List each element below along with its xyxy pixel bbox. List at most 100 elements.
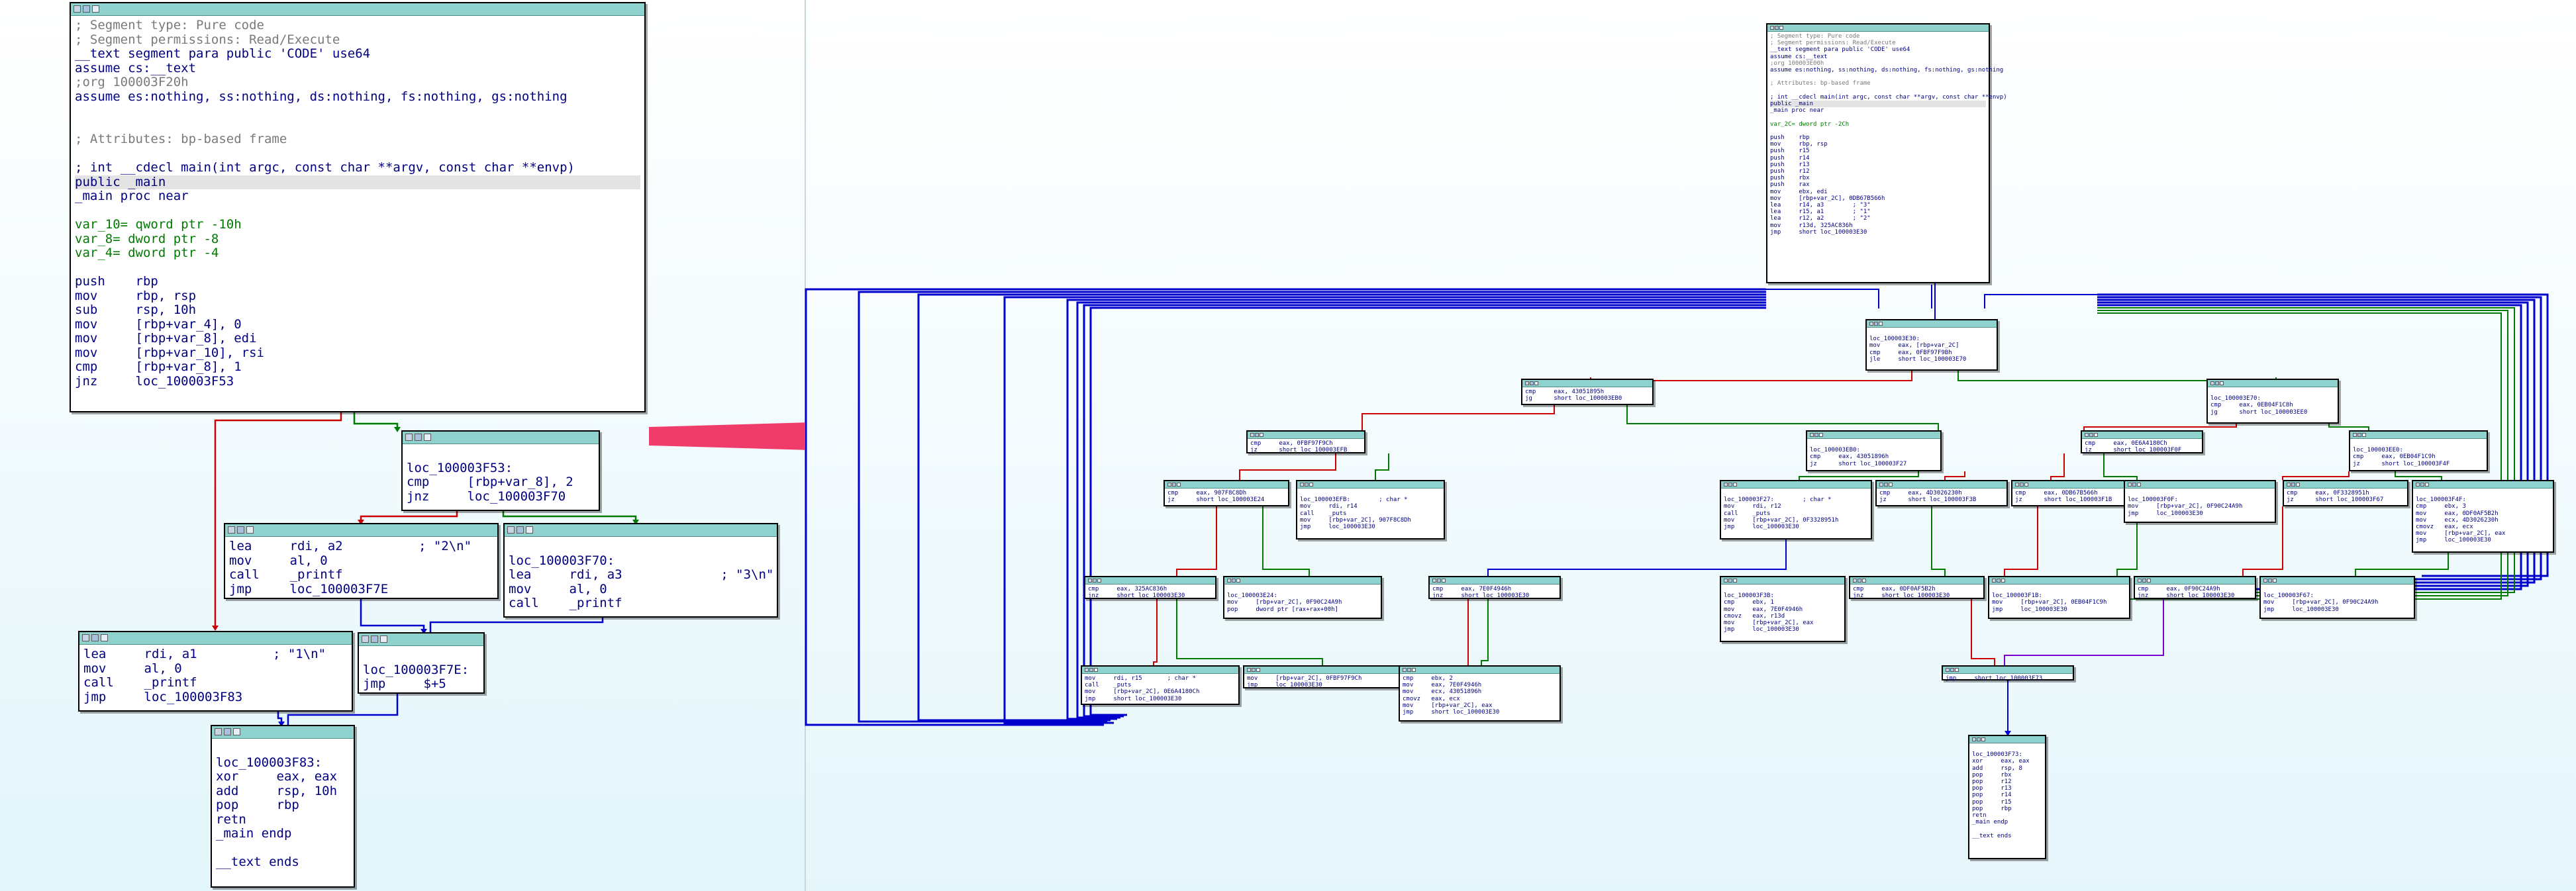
node-header-bar[interactable] <box>1989 577 2129 585</box>
node-color-icon[interactable] <box>2263 579 2267 583</box>
node-graph-icon[interactable] <box>1728 483 1732 487</box>
node-graph-icon[interactable] <box>1252 668 1256 672</box>
node-header-bar[interactable] <box>1244 667 1401 674</box>
node-header-bar[interactable] <box>505 524 777 537</box>
node-color-icon[interactable] <box>1992 579 1996 583</box>
node-header-bar[interactable] <box>2208 380 2338 387</box>
node-text-icon[interactable] <box>380 635 387 643</box>
node-graph-icon[interactable] <box>1530 381 1534 385</box>
node-graph-icon[interactable] <box>1255 433 1259 437</box>
node-graph-icon[interactable] <box>237 526 244 534</box>
node-text-icon[interactable] <box>424 434 431 441</box>
node-main-header[interactable]: ; Segment type: Pure code; Segment permi… <box>70 2 646 412</box>
node-loc-100003f7e[interactable]: loc_100003F7E:jmp $+5 <box>358 632 485 694</box>
node-graph-icon[interactable] <box>83 5 90 13</box>
node-loc-100003f70[interactable]: loc_100003F70:lea rdi, a3 ; "3\n"mov al,… <box>503 523 778 618</box>
node-header-bar[interactable] <box>1165 481 1288 489</box>
node-text-icon[interactable] <box>2024 483 2028 487</box>
node-color-icon[interactable] <box>215 728 222 735</box>
node-text-icon[interactable] <box>2001 579 2005 583</box>
node-color-icon[interactable] <box>2416 483 2420 487</box>
node-text-icon[interactable] <box>246 526 254 534</box>
node-text-icon[interactable] <box>1412 668 1416 672</box>
node-graph-icon[interactable] <box>1775 26 1779 30</box>
node-color-icon[interactable] <box>1724 483 1728 487</box>
node-color-icon[interactable] <box>2085 433 2089 437</box>
node-color-icon[interactable] <box>1869 322 1873 326</box>
node-header-bar[interactable] <box>2261 577 2414 585</box>
node-color-icon[interactable] <box>1810 433 1814 437</box>
node-text-icon[interactable] <box>2147 579 2151 583</box>
node-color-icon[interactable] <box>1432 579 1436 583</box>
node-header-bar[interactable] <box>1297 481 1444 489</box>
node-header-bar[interactable] <box>71 3 644 16</box>
node-header-bar[interactable] <box>2135 577 2255 585</box>
node-color-icon[interactable] <box>1250 433 1254 437</box>
node-text-icon[interactable] <box>1260 433 1263 437</box>
node-header-bar[interactable] <box>1877 481 2006 489</box>
node-graph-icon[interactable] <box>2268 579 2272 583</box>
node-d6[interactable]: loc_100003F1B:mov [rbp+var_2C], 0EB04F1C… <box>1988 576 2130 619</box>
node-graph-icon[interactable] <box>1884 483 1888 487</box>
node-color-icon[interactable] <box>228 526 235 534</box>
node-header-bar[interactable] <box>1082 667 1238 674</box>
node-text-icon[interactable] <box>2362 433 2366 437</box>
node-header-bar[interactable] <box>79 632 352 645</box>
node-text-icon[interactable] <box>1094 668 1098 672</box>
node-color-icon[interactable] <box>1088 579 1092 583</box>
node-text-icon[interactable] <box>1442 579 1446 583</box>
node-header-bar[interactable] <box>1522 380 1652 387</box>
node-color-icon[interactable] <box>2138 579 2142 583</box>
node-color-icon[interactable] <box>1525 381 1529 385</box>
node-color-icon[interactable] <box>82 634 89 641</box>
node-graph-icon[interactable] <box>1950 668 1954 672</box>
node-graph-icon[interactable] <box>1997 579 2001 583</box>
node-text-icon[interactable] <box>1534 381 1538 385</box>
node-color-icon[interactable] <box>1167 483 1171 487</box>
node-color-icon[interactable] <box>1300 483 1304 487</box>
node-color-icon[interactable] <box>1853 579 1857 583</box>
node-c6[interactable]: loc_100003F0F:mov [rbp+var_2C], 0F90C24A… <box>2124 480 2276 523</box>
node-color-icon[interactable] <box>1972 737 1976 741</box>
node-text-icon[interactable] <box>1309 483 1313 487</box>
node-graph-icon[interactable] <box>2291 483 2295 487</box>
node-header-bar[interactable] <box>1224 577 1381 585</box>
node-color-icon[interactable] <box>507 526 515 534</box>
node-text-icon[interactable] <box>1733 483 1737 487</box>
node-graph-icon[interactable] <box>1814 433 1818 437</box>
node-header-bar[interactable] <box>1767 24 1989 32</box>
node-graph-icon[interactable] <box>1858 579 1861 583</box>
node-graph-icon[interactable] <box>415 434 422 441</box>
node-text-icon[interactable] <box>1236 579 1240 583</box>
node-color-icon[interactable] <box>1879 483 1883 487</box>
node-graph-icon[interactable] <box>1977 737 1981 741</box>
node-text-icon[interactable] <box>2137 483 2141 487</box>
node-text-icon[interactable] <box>2094 433 2098 437</box>
node-graph-icon[interactable] <box>224 728 231 735</box>
node-dispatcher[interactable]: loc_100003E30:mov eax, [rbp+var_2C]cmp e… <box>1865 319 1998 371</box>
node-color-icon[interactable] <box>405 434 413 441</box>
node-text-icon[interactable] <box>1981 737 1985 741</box>
node-text-icon[interactable] <box>526 526 533 534</box>
node-graph-icon[interactable] <box>2089 433 2093 437</box>
node-graph-icon[interactable] <box>91 634 99 641</box>
node-color-icon[interactable] <box>2210 381 2214 385</box>
node-color-icon[interactable] <box>1946 668 1950 672</box>
node-graph-icon[interactable] <box>1089 668 1093 672</box>
node-text-icon[interactable] <box>92 5 99 13</box>
node-color-icon[interactable] <box>1227 579 1231 583</box>
node-graph-icon[interactable] <box>1407 668 1411 672</box>
